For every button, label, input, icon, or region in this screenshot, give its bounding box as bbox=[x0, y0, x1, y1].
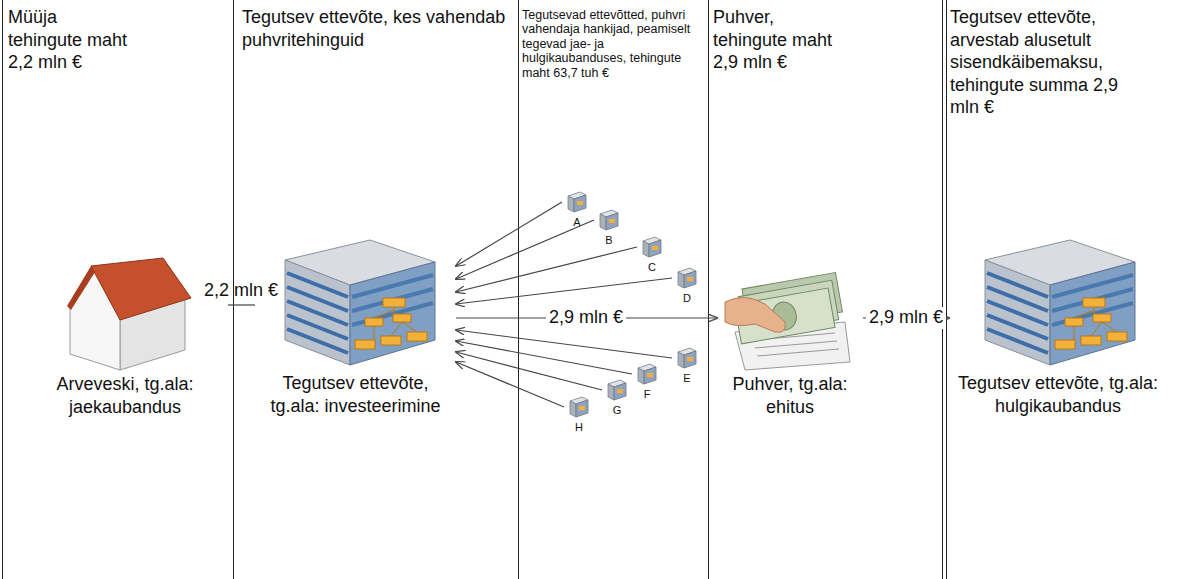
column-header: Müüja tehingute maht 2,2 mln € bbox=[8, 6, 132, 74]
seller-node: Arveveski, tg.ala: jaekaubandus bbox=[22, 258, 228, 420]
node-caption: B bbox=[605, 233, 612, 247]
flow-arrow bbox=[456, 220, 594, 279]
amount-label: 2,2 mln € bbox=[201, 280, 281, 302]
node-caption: Puhver, tg.ala: ehitus bbox=[720, 373, 860, 420]
flow-arrow bbox=[228, 304, 255, 305]
supplier-node: G bbox=[602, 380, 632, 418]
flow-arrow bbox=[456, 341, 632, 374]
company-node: Tegutsev ettevõte, tg.ala: hulgikaubandu… bbox=[949, 238, 1167, 419]
node-caption: Arveveski, tg.ala: jaekaubandus bbox=[25, 373, 225, 420]
supplier-node: C bbox=[637, 237, 667, 275]
node-caption: A bbox=[573, 215, 580, 229]
column-header: Tegutsev ettevõte, arvestab alusetult si… bbox=[950, 6, 1122, 119]
flow-arrow bbox=[456, 362, 564, 407]
node-caption: Tegutsev ettevõte, tg.ala: investeerimin… bbox=[258, 372, 453, 419]
buffer-node: Puhver, tg.ala: ehitus bbox=[717, 262, 863, 420]
supplier-node: B bbox=[594, 210, 624, 248]
node-caption: D bbox=[683, 291, 691, 305]
node-caption: H bbox=[575, 420, 583, 434]
node-caption: C bbox=[648, 260, 656, 274]
node-caption: Tegutsev ettevõte, tg.ala: hulgikaubandu… bbox=[952, 372, 1164, 419]
supplier-node: F bbox=[632, 364, 662, 402]
column-header: Puhver, tehingute maht 2,9 mln € bbox=[713, 6, 837, 74]
flow-arrow bbox=[456, 278, 672, 304]
node-caption: G bbox=[613, 403, 622, 417]
column-header: Tegutsevad ettevõtted, puhvri vahendaja … bbox=[522, 8, 706, 80]
node-caption: E bbox=[683, 371, 690, 385]
supplier-node: H bbox=[564, 397, 594, 435]
supplier-node: A bbox=[562, 192, 592, 230]
node-caption: F bbox=[644, 387, 651, 401]
flow-arrow bbox=[456, 330, 672, 358]
supplier-node: E bbox=[672, 348, 702, 386]
supplier-node: D bbox=[672, 268, 702, 306]
amount-label: 2,9 mln € bbox=[866, 307, 946, 329]
column-header: Tegutsev ettevõte, kes vahendab puhvrite… bbox=[242, 6, 512, 51]
company-node: Tegutsev ettevõte, tg.ala: investeerimin… bbox=[255, 238, 456, 419]
amount-label: 2,9 mln € bbox=[546, 307, 626, 329]
